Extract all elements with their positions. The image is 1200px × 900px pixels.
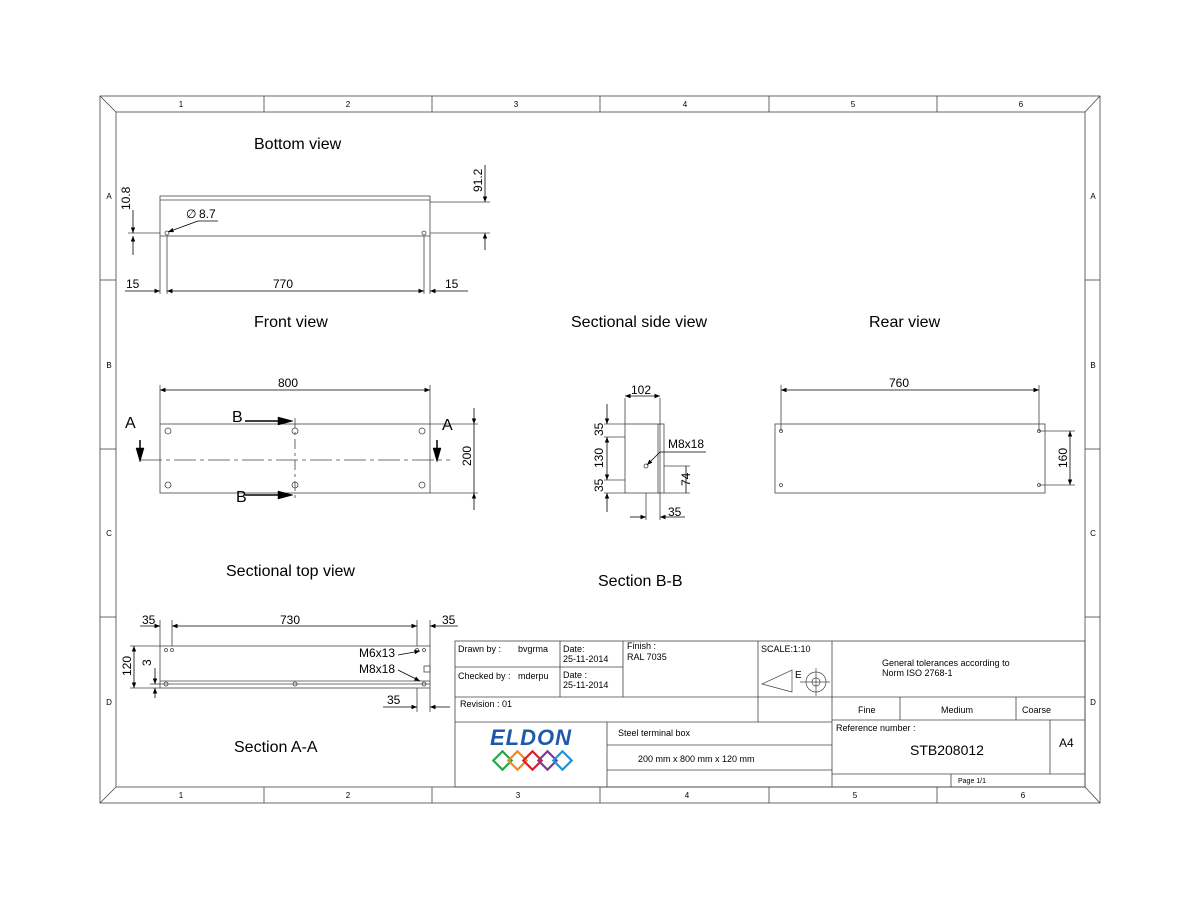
zone-col-1-bottom: 1: [179, 791, 184, 800]
scale-value: SCALE:1:10: [761, 644, 811, 654]
side-view: Sectional side view 102 35 130 35 M8x18: [571, 314, 708, 590]
checked-by-label: Checked by :: [458, 671, 511, 681]
zone-row-b-left: B: [106, 361, 111, 370]
dim-side-bottom: 35: [592, 478, 606, 492]
zone-row-c-right: C: [1090, 529, 1096, 538]
dim-side-top: 35: [592, 422, 606, 436]
section-mark-b-top: B: [232, 409, 243, 426]
dim-bottom-edge: 10.8: [119, 186, 133, 210]
date-value-1: 25-11-2014: [563, 654, 608, 664]
zone-row-b-right: B: [1090, 361, 1095, 370]
zone-col-1-top: 1: [179, 100, 184, 109]
reference-number: STB208012: [910, 742, 984, 758]
zone-row-d-right: D: [1090, 698, 1096, 707]
dim-top-small: 3: [140, 659, 154, 666]
drawn-by-value: bvgrma: [518, 644, 548, 654]
dim-bottom-left: 15: [126, 277, 140, 291]
rear-view: Rear view 760 160: [774, 314, 1075, 494]
revision: Revision : 01: [460, 699, 512, 709]
eldon-logo: ELDON: [490, 725, 574, 772]
dim-top-left: 35: [142, 613, 156, 627]
zone-row-a-left: A: [106, 192, 112, 201]
zone-labels: 1 2 3 4 5 6 1 2 3 4 5 6 A B C D A B C D: [106, 100, 1096, 800]
checked-by-value: mderpu: [518, 671, 549, 681]
dim-side-offset: 74: [679, 472, 693, 486]
dim-bottom-hole: 8.7: [199, 207, 216, 221]
dim-top-thread1: M6x13: [359, 646, 395, 660]
section-b-b-caption: Section B-B: [598, 573, 682, 590]
zone-col-2-top: 2: [346, 100, 351, 109]
dim-side-mid: 130: [592, 448, 606, 468]
zone-row-a-right: A: [1090, 192, 1096, 201]
zone-col-3-top: 3: [514, 100, 519, 109]
dim-bottom-mid: 770: [273, 277, 293, 291]
zone-col-5-top: 5: [851, 100, 856, 109]
top-view: Sectional top view 35: [120, 563, 458, 756]
reference-label: Reference number :: [836, 723, 916, 733]
dim-bottom-height-total: 91.2: [471, 168, 485, 192]
zone-row-c-left: C: [106, 529, 112, 538]
zone-col-4-bottom: 4: [685, 791, 690, 800]
paper-size: A4: [1059, 736, 1074, 750]
dim-top-inner: 35: [387, 693, 401, 707]
zone-col-5-bottom: 5: [853, 791, 858, 800]
tolerance-line-2: Norm ISO 2768-1: [882, 668, 953, 678]
front-view: Front view 800 200 A A B B: [125, 314, 478, 510]
dim-side-base: 35: [668, 505, 682, 519]
dim-side-depth: 102: [631, 383, 651, 397]
zone-col-6-top: 6: [1019, 100, 1024, 109]
section-mark-a-right: A: [442, 417, 453, 434]
dim-rear-height: 160: [1056, 448, 1070, 468]
top-view-title: Sectional top view: [226, 563, 355, 580]
diameter-symbol-icon: ∅: [186, 207, 196, 221]
zone-col-2-bottom: 2: [346, 791, 351, 800]
logo-diamonds-icon: [491, 749, 574, 772]
front-view-title: Front view: [254, 314, 328, 331]
finish-label: Finish :: [627, 641, 656, 651]
title-block: Drawn by : bvgrma Date: 25-11-2014 Finis…: [454, 640, 1086, 788]
zone-col-4-top: 4: [683, 100, 688, 109]
dim-top-right: 35: [442, 613, 456, 627]
tolerance-medium: Medium: [941, 705, 973, 715]
dim-side-thread: M8x18: [668, 437, 704, 451]
bottom-view: Bottom view 91.2 10.8 ∅ 8.7 15 770: [119, 136, 490, 294]
drawn-by-label: Drawn by :: [458, 644, 501, 654]
section-a-a-caption: Section A-A: [234, 739, 318, 756]
dim-rear-width: 760: [889, 376, 909, 390]
projection-symbol-icon: [760, 668, 830, 696]
product-description: Steel terminal box: [618, 728, 691, 738]
dim-top-mid: 730: [280, 613, 300, 627]
page-number: Page 1/1: [958, 778, 986, 785]
date-label-1: Date:: [563, 644, 585, 654]
projection-letter: E: [795, 670, 802, 681]
date-label-2: Date :: [563, 670, 587, 680]
bottom-view-title: Bottom view: [254, 136, 342, 153]
date-value-2: 25-11-2014: [563, 680, 608, 690]
dim-top-depth: 120: [120, 656, 134, 676]
finish-value: RAL 7035: [627, 652, 667, 662]
section-mark-a-left: A: [125, 415, 136, 432]
tolerance-fine: Fine: [858, 705, 876, 715]
dim-front-width: 800: [278, 376, 298, 390]
zone-col-6-bottom: 6: [1021, 791, 1026, 800]
dim-front-height: 200: [460, 446, 474, 466]
rear-view-title: Rear view: [869, 314, 941, 331]
company-logo-text: ELDON: [490, 725, 572, 750]
section-mark-b-bottom: B: [236, 489, 247, 506]
side-view-title: Sectional side view: [571, 314, 708, 331]
tolerance-coarse: Coarse: [1022, 705, 1051, 715]
dim-bottom-right: 15: [445, 277, 459, 291]
product-size: 200 mm x 800 mm x 120 mm: [638, 754, 755, 764]
tolerance-line-1: General tolerances according to: [882, 658, 1010, 668]
dim-top-thread2: M8x18: [359, 662, 395, 676]
zone-row-d-left: D: [106, 698, 112, 707]
zone-col-3-bottom: 3: [516, 791, 521, 800]
